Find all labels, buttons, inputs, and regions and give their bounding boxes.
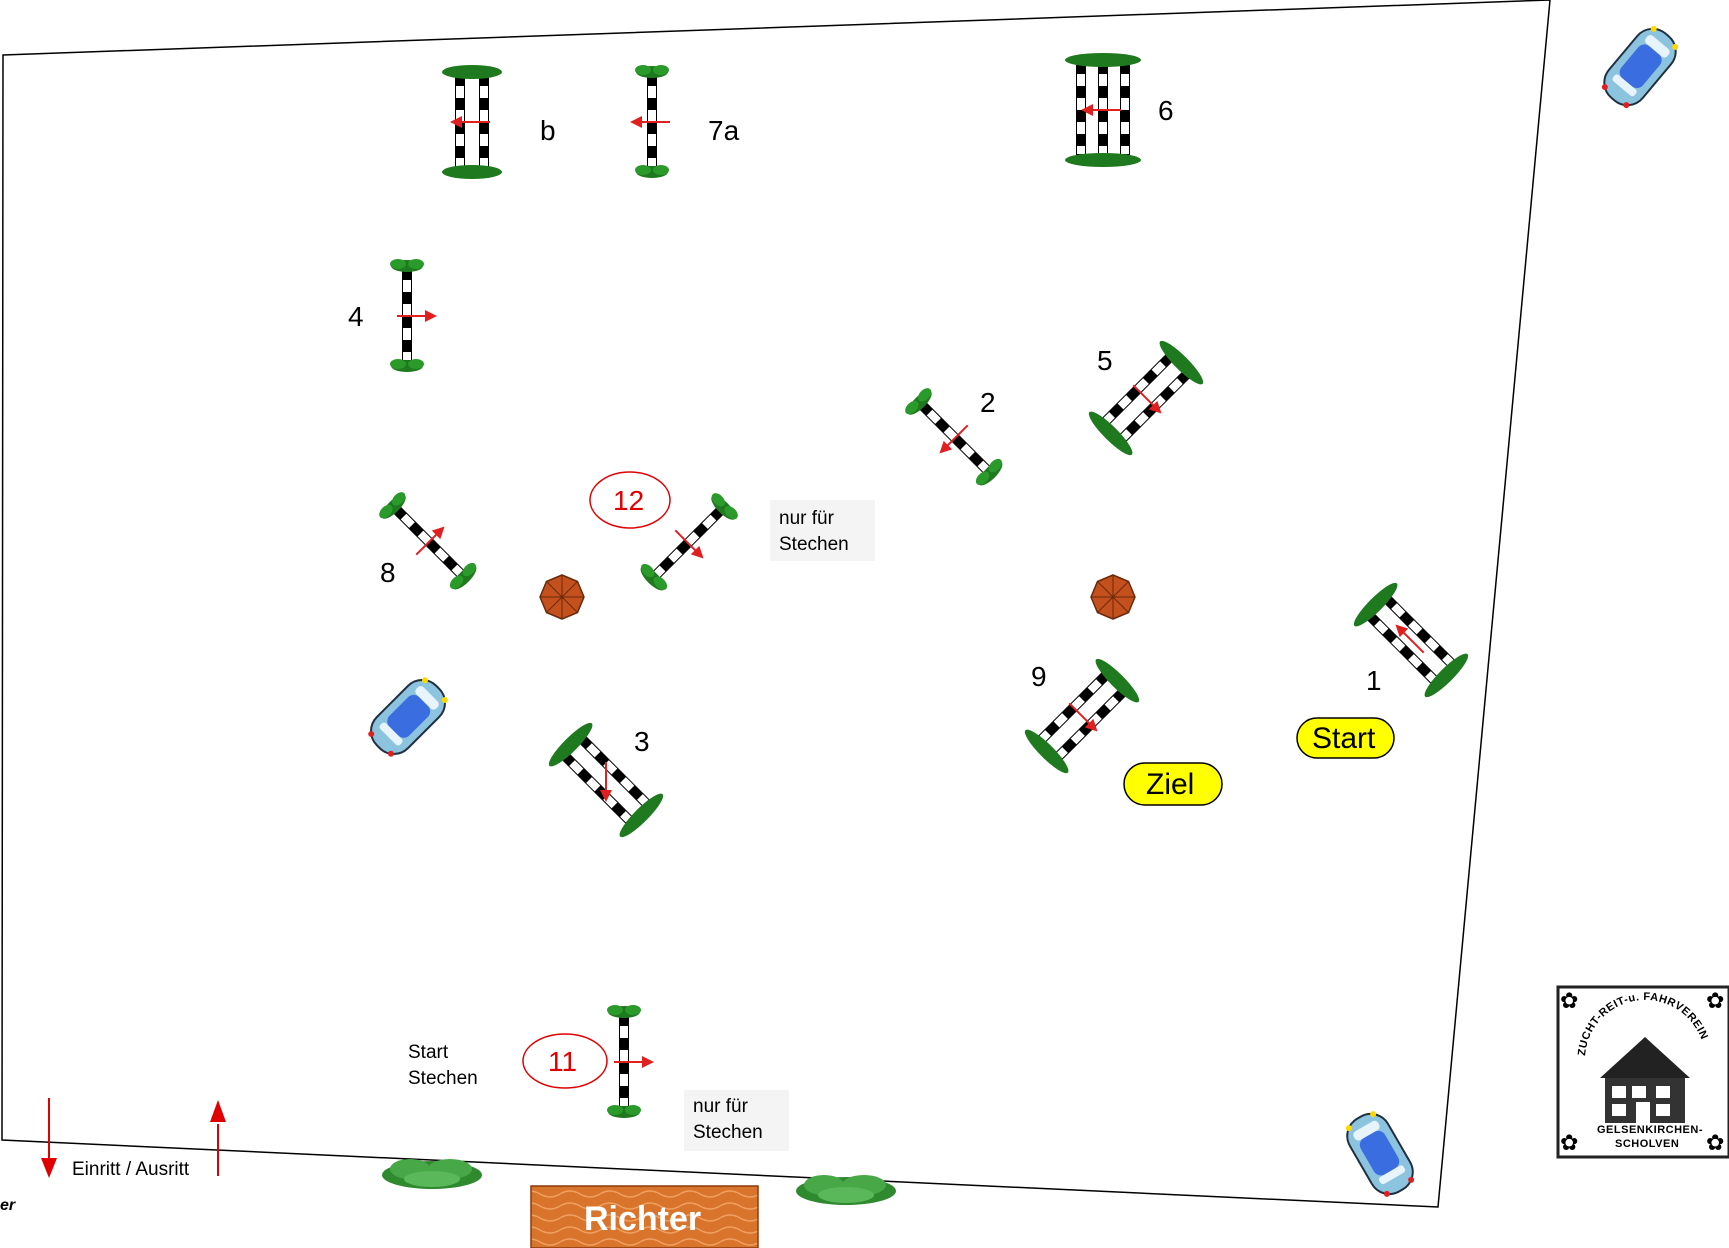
jump-3-label: 3	[634, 726, 650, 757]
jump-7a-label: 7a	[708, 115, 740, 146]
start-badge	[1296, 717, 1395, 759]
note-12-line1: nur für	[779, 508, 835, 529]
jump-b	[442, 65, 502, 179]
jump-7a	[629, 65, 671, 178]
umbrella-right	[1090, 574, 1136, 620]
arena-boundary	[1, 0, 1551, 1208]
note-11-line2: Stechen	[693, 1122, 763, 1143]
bush-group-left	[382, 1159, 482, 1189]
jump-2-label: 2	[980, 387, 996, 418]
note-box-12	[770, 500, 875, 561]
jump-8-label: 8	[380, 557, 396, 588]
bush-group-right	[796, 1175, 896, 1205]
logo-ornament-tl: ✿	[1560, 988, 1578, 1013]
jump-1-label: 1	[1366, 665, 1382, 696]
logo-ornament-tr: ✿	[1706, 988, 1724, 1013]
note-box-11	[684, 1090, 789, 1151]
jump-5-label: 5	[1097, 345, 1113, 376]
jump-6-label: 6	[1158, 95, 1174, 126]
jump-b-label: b	[540, 115, 556, 146]
jump-12-circle	[589, 471, 671, 529]
jump-12-label: 12	[613, 485, 644, 516]
start-badge-label: Start	[1312, 722, 1376, 755]
entry-arrow-down	[41, 1098, 57, 1178]
start-stechen-line1: Start	[408, 1042, 449, 1063]
logo-ornament-br: ✿	[1706, 1130, 1724, 1155]
logo-bottom-line1: GELSENKIRCHEN-	[1597, 1124, 1703, 1136]
umbrella-left	[539, 574, 585, 620]
jump-4	[390, 259, 438, 372]
jump-11-label: 11	[548, 1046, 577, 1077]
jump-6	[1065, 53, 1141, 167]
note-11-line1: nur für	[693, 1096, 749, 1117]
jump-9-label: 9	[1031, 661, 1047, 692]
ziel-badge	[1123, 762, 1223, 806]
jump-12	[636, 490, 744, 598]
start-stechen-line2: Stechen	[408, 1068, 478, 1089]
exit-arrow-up	[210, 1100, 226, 1176]
jump-4-label: 4	[348, 301, 364, 332]
judge-box	[530, 1185, 759, 1248]
note-12-line2: Stechen	[779, 534, 849, 555]
ziel-badge-label: Ziel	[1146, 768, 1194, 801]
car-bottom-right	[1338, 1105, 1422, 1203]
car-top-right	[1595, 19, 1685, 115]
cut-off-text: er	[0, 1197, 16, 1214]
judge-label: Richter	[584, 1200, 701, 1238]
club-logo: ZUCHT-REIT-u. FAHRVEREIN GELSENKIRCHEN- …	[1556, 985, 1729, 1159]
car-left	[361, 670, 455, 764]
jump-11	[607, 1005, 655, 1118]
logo-bottom-line2: SCHOLVEN	[1615, 1138, 1679, 1150]
jump-11-circle	[522, 1033, 608, 1089]
logo-ornament-bl: ✿	[1560, 1130, 1578, 1155]
entry-exit-label: Einritt / Ausritt	[72, 1159, 190, 1180]
